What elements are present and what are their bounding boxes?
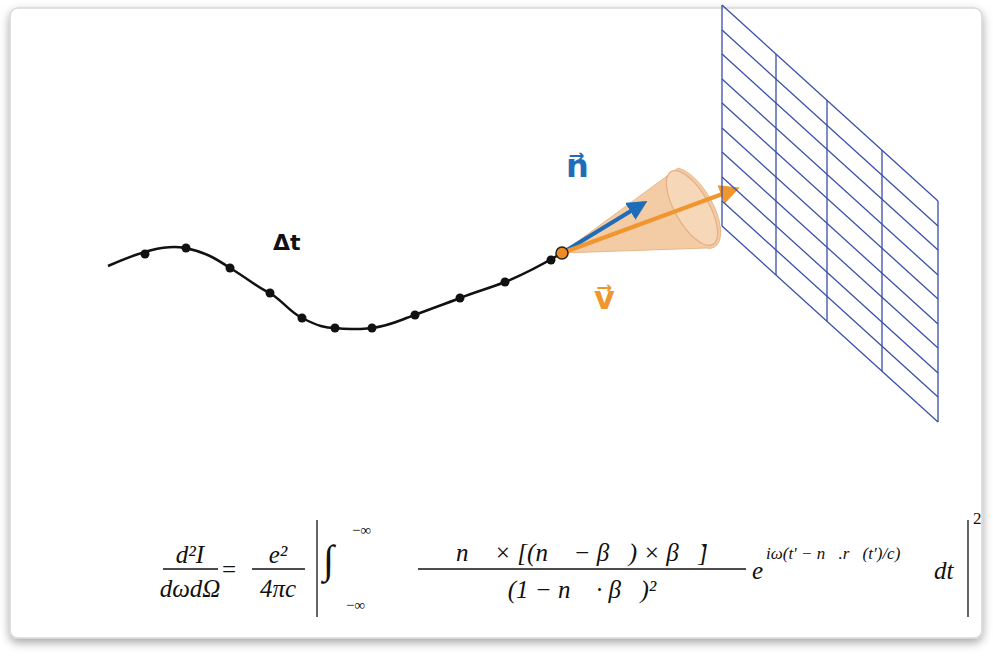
formula-term: n⃗ × [(n⃗ − β⃗) × β⃗̇] (456, 540, 708, 565)
formula-term: 4πc (260, 576, 296, 601)
vector-label: v⃗ (594, 282, 615, 314)
sample-points (141, 244, 556, 333)
integral-sign: ∫ (323, 540, 334, 580)
formula-term: d²I (176, 542, 204, 567)
integral-limit: −∞ (346, 598, 365, 613)
panel (10, 8, 982, 638)
formula-term: (1 − n⃗ · β⃗)² (508, 577, 657, 602)
vector-label: n⃗ (566, 150, 589, 182)
integral-limit: −∞ (352, 523, 371, 538)
v-vector (562, 189, 736, 253)
formula-exponent: iω(t′ − n⃗.r⃗(t′)/c) (766, 545, 900, 562)
detector-grid (722, 5, 938, 422)
step-label: Δt (273, 232, 301, 254)
trajectory (108, 247, 562, 329)
particle (556, 247, 568, 259)
formula-term: e (752, 558, 763, 583)
formula-term: e² (269, 542, 288, 567)
formula-term: = (222, 557, 236, 582)
formula-term: dt (934, 558, 953, 583)
formula-strokes (163, 520, 968, 617)
formula-exponent: 2 (973, 510, 982, 527)
formula-term: dωdΩ (160, 576, 221, 601)
